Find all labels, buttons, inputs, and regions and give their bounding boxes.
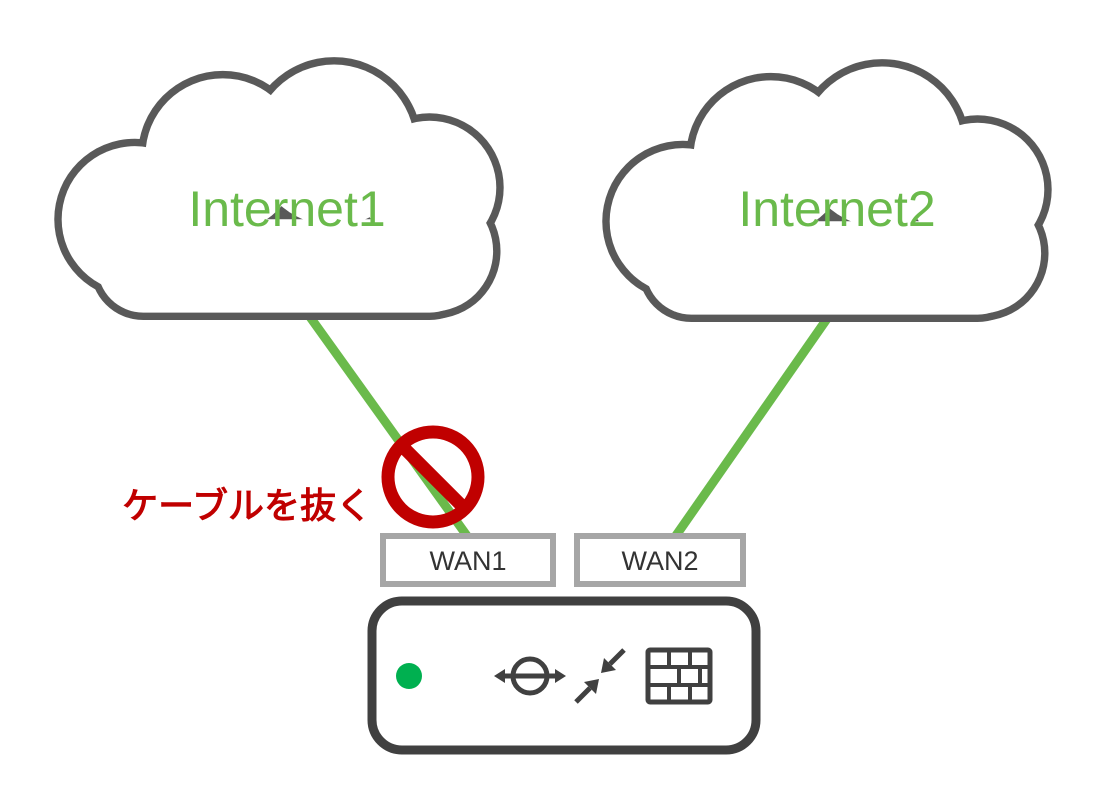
prohibition-icon	[381, 425, 485, 529]
router-device	[367, 596, 761, 755]
wan1-port-box	[380, 533, 556, 587]
wan2-port: WAN2	[574, 533, 746, 587]
wan1-port: WAN1	[380, 533, 556, 587]
firewall-icon	[645, 647, 713, 705]
internet1-label: Internet1	[188, 181, 385, 237]
wan2-port-label: WAN2	[621, 546, 698, 576]
unplug-cable-label: ケーブルを抜く	[122, 485, 372, 526]
wan2-port-box	[574, 533, 746, 587]
wan2-cable	[664, 300, 842, 550]
status-led-icon	[396, 663, 422, 689]
wan1-cable	[296, 300, 479, 550]
converging-arrows-icon	[574, 648, 626, 704]
internet2-label: Internet2	[738, 181, 935, 237]
wan1-port-label: WAN1	[429, 546, 506, 576]
routing-icon	[494, 656, 566, 696]
